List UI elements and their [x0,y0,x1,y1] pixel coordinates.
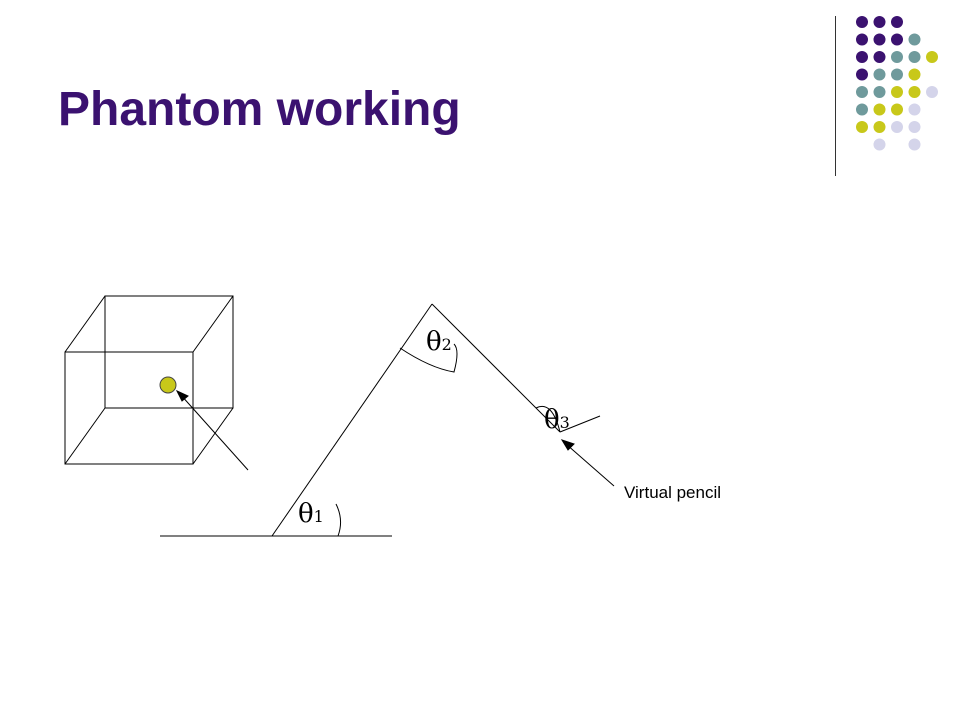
theta1-label: θ1 [298,499,324,529]
theta1-arc [335,503,342,537]
arm-link-3 [559,415,601,433]
phantom-arm [271,303,601,537]
theta3-label: θ3 [544,405,570,435]
slide-title: Phantom working [58,83,461,136]
arm-link-1 [271,303,433,537]
virtual-pencil-label: Virtual pencil [624,483,721,502]
phantom-point [159,376,177,394]
workspace-cube [64,295,234,465]
cube-edge-bottom-right [192,407,234,465]
cube-back-face [104,295,234,409]
point-arrow [175,389,249,471]
angle-arcs [335,343,561,537]
arm-link-2 [431,303,561,433]
theta2-label: θ2 [426,327,452,357]
theta3-arc [535,406,561,433]
vertical-divider [835,16,836,176]
pencil-arrow [560,439,615,487]
theta2-arc [399,343,458,373]
cube-edge-top-left [64,295,106,353]
cube-edge-top-right [192,295,234,353]
cube-edge-bottom-left [64,407,106,465]
